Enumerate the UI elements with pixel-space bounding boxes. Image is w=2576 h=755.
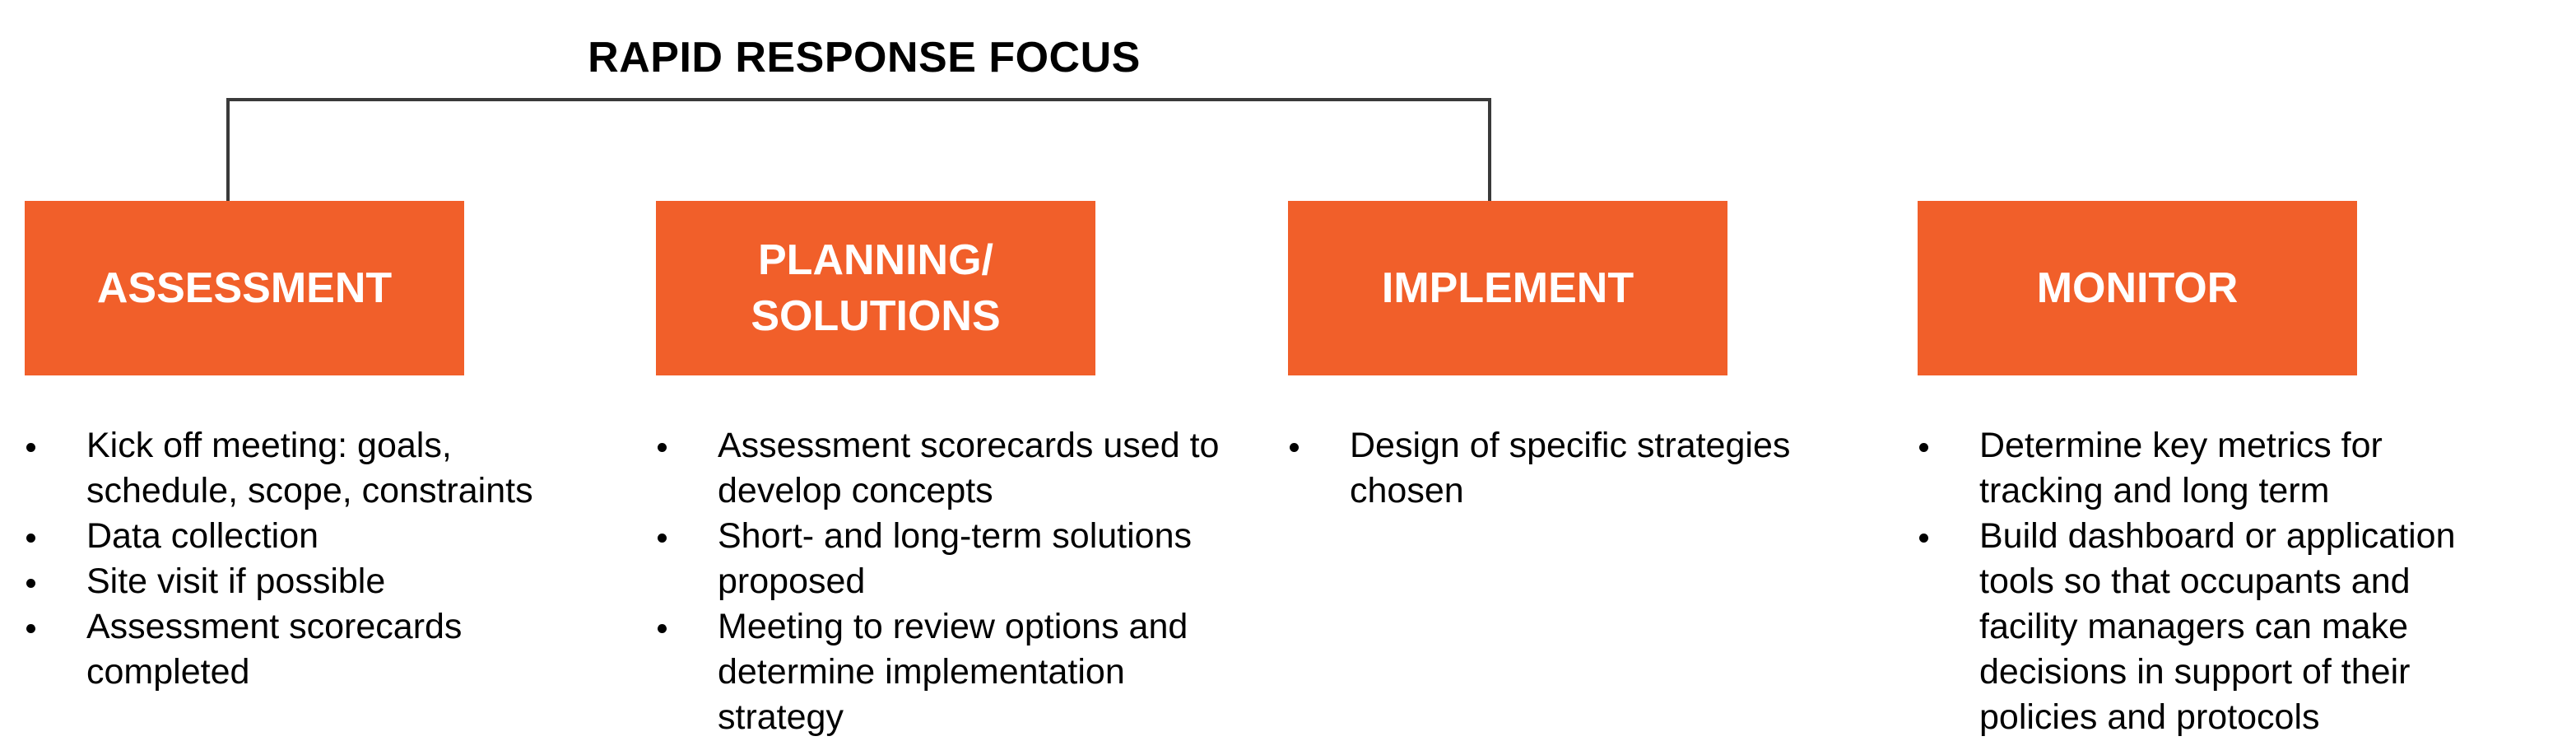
bullet-item: Site visit if possible — [25, 559, 601, 604]
bullet-item: Short- and long-term solutions proposed — [656, 514, 1232, 604]
planning-bullet-list: Assessment scorecards used to develop co… — [656, 423, 1232, 740]
phase-box-implement: IMPLEMENT — [1288, 201, 1727, 375]
bullet-item: Data collection — [25, 514, 601, 559]
implement-bullet-list: Design of specific strategies chosen — [1288, 423, 1864, 514]
bullet-item: Design of specific strategies chosen — [1288, 423, 1864, 514]
bullet-item: Build dashboard or application tools so … — [1918, 514, 2510, 740]
phase-box-monitor: MONITOR — [1918, 201, 2357, 375]
bullet-item: Assessment scorecards completed — [25, 604, 601, 695]
phase-box-assessment: ASSESSMENT — [25, 201, 464, 375]
bullet-item: Assessment scorecards used to develop co… — [656, 423, 1232, 514]
diagram-title: RAPID RESPONSE FOCUS — [588, 34, 1141, 82]
monitor-bullet-list: Determine key metrics for tracking and l… — [1918, 423, 2510, 740]
phase-box-planning-solutions: PLANNING/ SOLUTIONS — [656, 201, 1095, 375]
bullet-item: Kick off meeting: goals, schedule, scope… — [25, 423, 601, 514]
bullet-item: Meeting to review options and determine … — [656, 604, 1232, 740]
bracket-line — [226, 98, 1491, 201]
assessment-bullet-list: Kick off meeting: goals, schedule, scope… — [25, 423, 601, 695]
bullet-item: Determine key metrics for tracking and l… — [1918, 423, 2510, 514]
